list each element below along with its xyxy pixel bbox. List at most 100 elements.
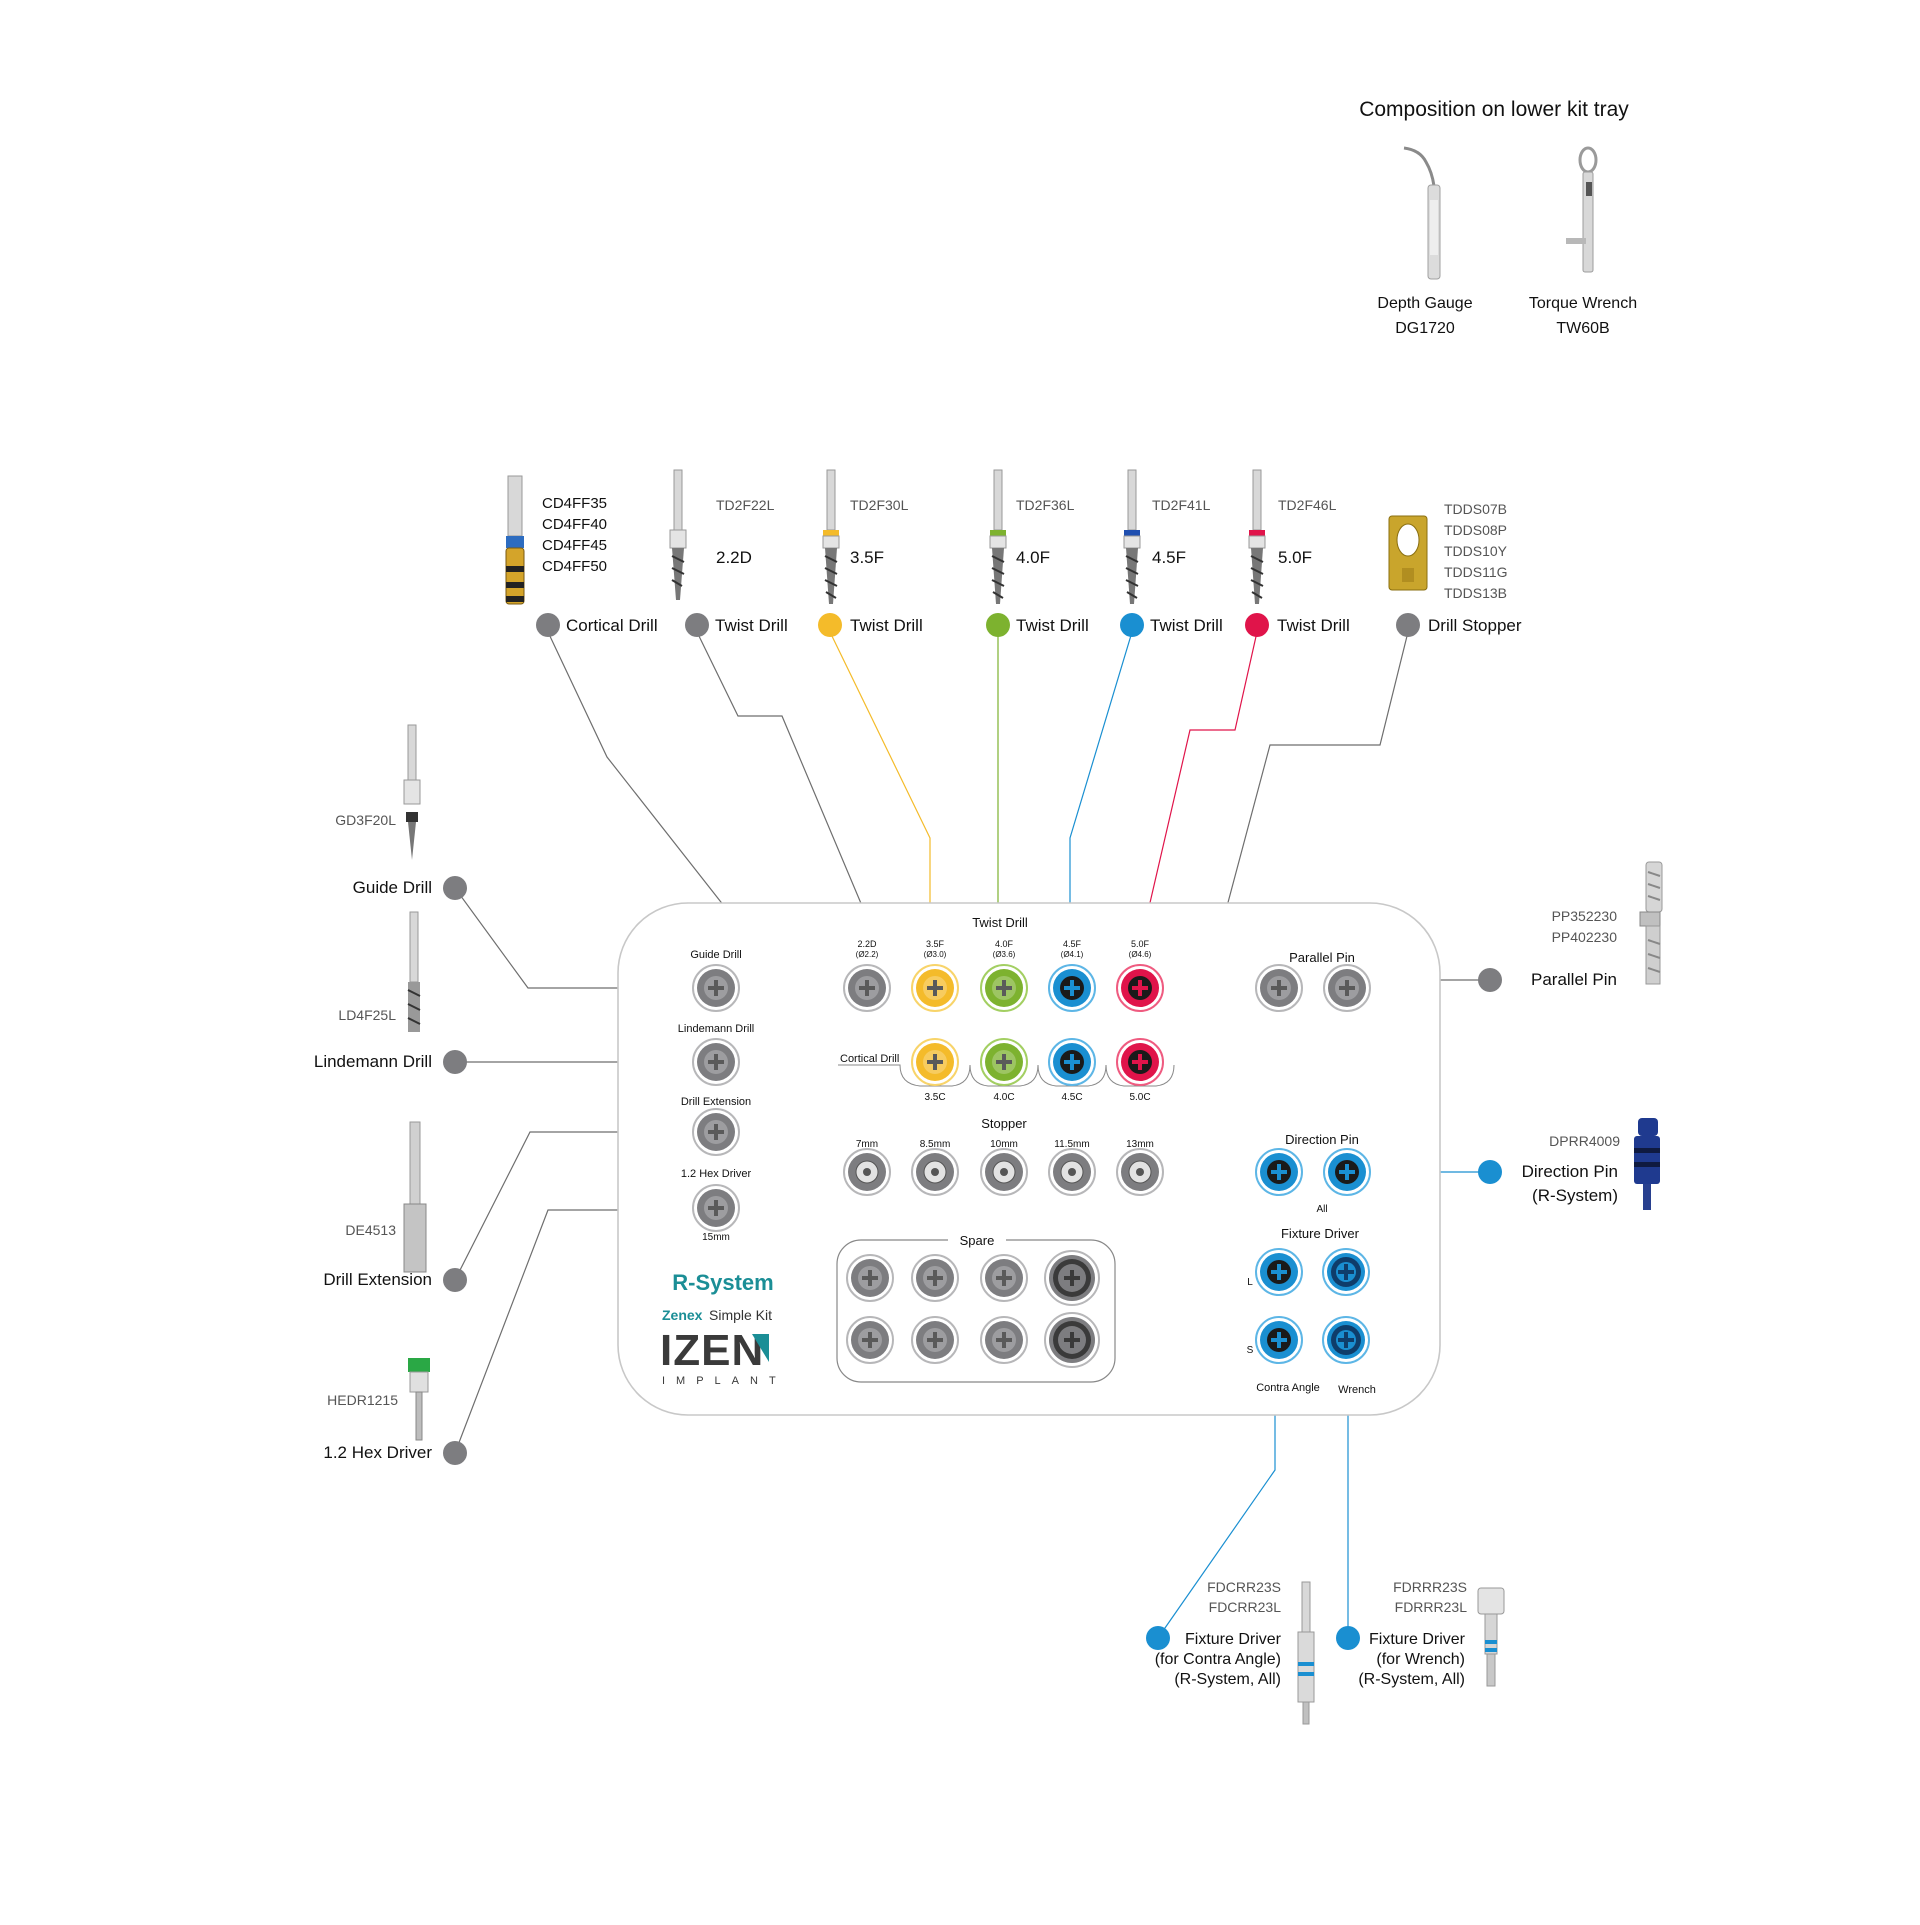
guide-drill-item[interactable]: GD3F20L Guide Drill (335, 724, 467, 900)
parallel-code-2: PP402230 (1552, 929, 1618, 945)
slot-cortical-3[interactable] (1048, 1038, 1096, 1086)
slot-stopper-5[interactable] (1116, 1148, 1164, 1196)
slot-stopper-1[interactable] (843, 1148, 891, 1196)
slot-label-extension: Drill Extension (681, 1096, 751, 1108)
slot-twist-2[interactable] (911, 964, 959, 1012)
plus-icon (927, 1270, 943, 1286)
slot-twist-5[interactable] (1116, 964, 1164, 1012)
parallel-tray-title: Parallel Pin (1289, 950, 1355, 965)
slot-spare-1[interactable] (846, 1254, 894, 1302)
lower-tray-section: Composition on lower kit tray Depth Gaug… (1359, 98, 1637, 337)
cortical-slot-3: 4.5C (1061, 1092, 1082, 1103)
plus-icon (1064, 1270, 1080, 1286)
slot-parallel-2[interactable] (1323, 964, 1371, 1012)
twist-drill-3-5f-item[interactable]: TD2F30L 3.5F Twist Drill (818, 469, 923, 637)
slot-hex-driver[interactable] (692, 1184, 740, 1232)
kit-tray: Guide Drill Lindemann Drill Drill Extens… (617, 902, 1441, 1416)
extension-code: DE4513 (345, 1222, 396, 1238)
drill-stopper-item[interactable]: TDDS07B TDDS08P TDDS10Y TDDS11G TDDS13B … (1388, 501, 1522, 637)
slot-spare-5[interactable] (846, 1316, 894, 1364)
slot-stopper-2[interactable] (911, 1148, 959, 1196)
izen-logo: IZEN IMPLANT (660, 1326, 787, 1387)
slot-spare-2[interactable] (911, 1254, 959, 1302)
twist-drill-4-5f-item[interactable]: TD2F41L 4.5F Twist Drill (1120, 469, 1223, 637)
direction-pin-icon (1634, 1118, 1660, 1210)
stopper-code-3: TDDS10Y (1444, 543, 1508, 559)
cortical-code-2: CD4FF40 (542, 516, 607, 533)
left-items: GD3F20L Guide Drill LD4F25L Lindemann Dr… (314, 724, 467, 1465)
direction-pin-item[interactable]: DPRR4009 Direction Pin (R-System) (1478, 1118, 1660, 1210)
slot-fixture-contra-s[interactable] (1255, 1316, 1303, 1364)
twist40-label: Twist Drill (1016, 616, 1089, 635)
twist-drill-5-0f-item[interactable]: TD2F46L 5.0F Twist Drill (1245, 469, 1350, 637)
slot-spare-4[interactable] (1044, 1250, 1100, 1306)
cortical-code-1: CD4FF35 (542, 495, 607, 512)
slot-fixture-wrench-s[interactable] (1322, 1316, 1370, 1364)
parallel-pin-item[interactable]: PP352230 PP402230 Parallel Pin (1478, 861, 1663, 992)
plus-icon (1271, 1332, 1287, 1348)
twist-drill-2-2d-item[interactable]: TD2F22L 2.2D Twist Drill (669, 469, 788, 637)
slot-spare-8[interactable] (1044, 1312, 1100, 1368)
twist-slot-sub-1: (Ø2.2) (856, 950, 879, 959)
plus-icon (1132, 980, 1148, 996)
slot-twist-4[interactable] (1048, 964, 1096, 1012)
drill-extension-item[interactable]: DE4513 Drill Extension (323, 1121, 467, 1292)
direction-code: DPRR4009 (1549, 1133, 1620, 1149)
slot-guide-drill[interactable] (692, 964, 740, 1012)
tray-stopper-section: Stopper 7mm 8.5mm 10mm 11.5mm 13mm (856, 1116, 1154, 1150)
stopper-dot (1396, 613, 1420, 637)
twist22-label: Twist Drill (715, 616, 788, 635)
drill-extension-icon (403, 1121, 427, 1273)
fd-contra-code-2: FDCRR23L (1209, 1599, 1282, 1615)
twist-slot-sub-4: (Ø4.1) (1061, 950, 1084, 959)
slot-fixture-wrench-l[interactable] (1322, 1248, 1370, 1296)
stopper-code-4: TDDS11G (1444, 564, 1508, 580)
twist-drill-4-0f-item[interactable]: TD2F36L 4.0F Twist Drill (986, 469, 1089, 637)
slot-drill-extension[interactable] (692, 1108, 740, 1156)
cortical-drill-item[interactable]: CD4FF35 CD4FF40 CD4FF45 CD4FF50 Cortical… (505, 475, 658, 637)
extension-label: Drill Extension (323, 1270, 432, 1289)
lindemann-drill-item[interactable]: LD4F25L Lindemann Drill (314, 911, 467, 1074)
logo-sub: IMPLANT (662, 1375, 787, 1387)
slot-fixture-contra-l[interactable] (1255, 1248, 1303, 1296)
slot-label-hex-length: 15mm (702, 1232, 730, 1243)
fixture-col-contra: Contra Angle (1256, 1382, 1320, 1394)
slot-cortical-2[interactable] (980, 1038, 1028, 1086)
fixture-driver-wrench-item[interactable]: FDRRR23S FDRRR23L Fixture Driver (for Wr… (1336, 1579, 1505, 1688)
depth-gauge-code: DG1720 (1395, 320, 1455, 337)
twist-slot-sub-3: (Ø3.6) (993, 950, 1016, 959)
twist-drill-icon (989, 469, 1007, 604)
lindemann-drill-icon (407, 911, 421, 1032)
slot-parallel-1[interactable] (1255, 964, 1303, 1012)
slot-stopper-4[interactable] (1048, 1148, 1096, 1196)
top-items: CD4FF35 CD4FF40 CD4FF45 CD4FF50 Cortical… (505, 469, 1522, 637)
slot-direction-2[interactable] (1323, 1148, 1371, 1196)
twist22-code: TD2F22L (716, 497, 775, 513)
slot-lindemann-drill[interactable] (692, 1038, 740, 1086)
cortical-drill-label: Cortical Drill (566, 616, 658, 635)
slot-cortical-4[interactable] (1116, 1038, 1164, 1086)
slot-spare-3[interactable] (980, 1254, 1028, 1302)
slot-cortical-1[interactable] (911, 1038, 959, 1086)
plus-icon (708, 980, 724, 996)
hex-driver-item[interactable]: HEDR1215 1.2 Hex Driver (323, 1358, 467, 1465)
slot-spare-6[interactable] (911, 1316, 959, 1364)
slot-label-hex: 1.2 Hex Driver (681, 1168, 752, 1180)
plus-icon (1132, 1054, 1148, 1070)
slot-direction-1[interactable] (1255, 1148, 1303, 1196)
slot-spare-7[interactable] (980, 1316, 1028, 1364)
slot-twist-3[interactable] (980, 964, 1028, 1012)
direction-label: Direction Pin (1522, 1162, 1618, 1181)
stopper-tray-title: Stopper (981, 1116, 1027, 1131)
twist40-code: TD2F36L (1016, 497, 1075, 513)
tray-right-section: Parallel Pin Direction Pin All Fixture D… (1247, 950, 1376, 1396)
slot-stopper-3[interactable] (980, 1148, 1028, 1196)
parallel-label: Parallel Pin (1531, 970, 1617, 989)
slot-twist-1[interactable] (843, 964, 891, 1012)
lindemann-dot (443, 1050, 467, 1074)
twist-drill-icon (1248, 469, 1266, 604)
fixture-driver-contra-item[interactable]: FDCRR23S FDCRR23L Fixture Driver (for Co… (1146, 1579, 1315, 1725)
twist22-dot (685, 613, 709, 637)
twist45-dot (1120, 613, 1144, 637)
cortical-code-3: CD4FF45 (542, 537, 607, 554)
